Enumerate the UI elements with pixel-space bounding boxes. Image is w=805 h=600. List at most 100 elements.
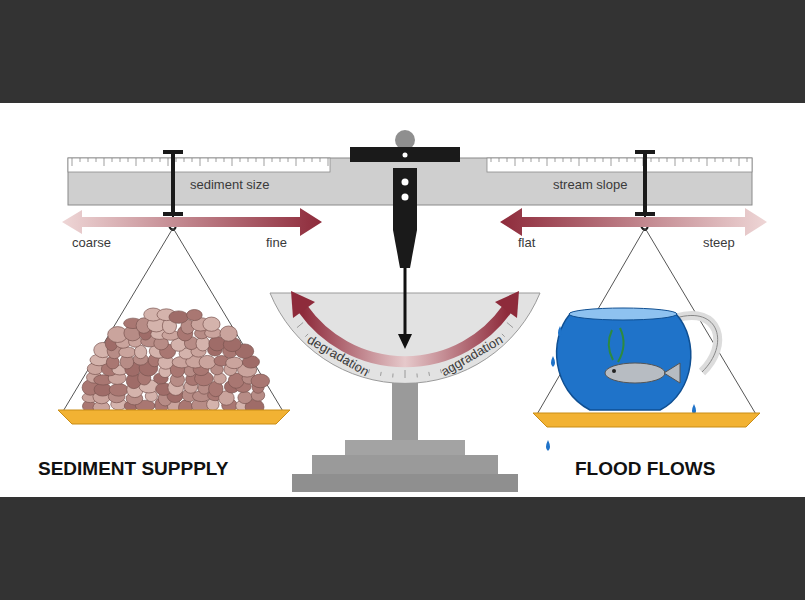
- rock: [220, 326, 237, 341]
- ruler-tick: [507, 158, 508, 162]
- ruler-tick: [176, 158, 177, 162]
- ruler-tick: [184, 158, 185, 162]
- ruler-tick: [627, 158, 628, 162]
- ruler-tick: [651, 158, 652, 162]
- ruler-tick: [216, 158, 217, 162]
- ruler-tick: [739, 158, 740, 166]
- ruler-tick: [320, 158, 321, 162]
- dial-tick: [297, 322, 303, 327]
- ruler-tick: [304, 158, 305, 162]
- fish: [605, 363, 665, 383]
- dial-arrowhead: [291, 291, 315, 318]
- stand-base: [292, 474, 518, 492]
- dial-tick: [305, 334, 308, 337]
- ruler-tick: [192, 158, 193, 162]
- top-band: [0, 0, 805, 103]
- right-pan: [533, 413, 760, 427]
- slope-arrow: [500, 208, 767, 236]
- dial-tick: [380, 372, 382, 376]
- ruler-tick: [731, 158, 732, 162]
- ruler-tick: [136, 158, 137, 166]
- pointer-tip: [398, 334, 412, 349]
- bottom-band: [0, 497, 805, 600]
- ruler-tick: [144, 158, 145, 162]
- ruler-tick: [683, 158, 684, 162]
- direction-label: flat: [518, 236, 535, 250]
- ruler-tick: [619, 158, 620, 162]
- ruler-tick: [659, 158, 660, 162]
- ruler-tick: [80, 158, 81, 162]
- water-drops: [546, 326, 696, 451]
- ruler-tick: [248, 158, 249, 162]
- left-pan: [58, 410, 290, 424]
- pan-strings: [536, 228, 757, 416]
- ruler-tick: [539, 158, 540, 162]
- size-arrow: [62, 208, 322, 236]
- ruler-right: [487, 158, 752, 172]
- ruler-tick: [240, 158, 241, 162]
- pointer-dot: [402, 179, 409, 186]
- dial-tick: [405, 370, 406, 378]
- ruler-tick: [72, 158, 73, 166]
- rock: [238, 391, 252, 403]
- ruler-tick: [603, 158, 604, 162]
- pointer-body: [393, 168, 417, 268]
- ruler-tick: [152, 158, 153, 162]
- right-hanger: [635, 152, 655, 214]
- pan-title: SEDIMENT SUPPPLY: [38, 459, 228, 480]
- pan-strings: [62, 228, 284, 413]
- jug-rim: [569, 308, 677, 320]
- ruler-tick: [707, 158, 708, 166]
- ruler-tick: [200, 158, 201, 166]
- ruler-tick: [160, 158, 161, 162]
- fulcrum-cap: [350, 147, 460, 162]
- ruler-tick: [128, 158, 129, 162]
- ruler-tick: [547, 158, 548, 166]
- ruler-tick: [112, 158, 113, 162]
- ruler-tick: [232, 158, 233, 166]
- rock: [109, 384, 128, 396]
- ruler-tick: [515, 158, 516, 166]
- water-weed: [609, 328, 624, 362]
- dial-tick: [392, 373, 393, 377]
- ruler-tick: [312, 158, 313, 162]
- dial-tick: [502, 334, 505, 337]
- rock: [169, 311, 188, 323]
- scale-label: sediment size: [190, 178, 269, 192]
- ruler-tick: [611, 158, 612, 166]
- direction-label: coarse: [72, 236, 111, 250]
- ruler-tick: [699, 158, 700, 162]
- direction-label: steep: [703, 236, 735, 250]
- dial-arrowhead: [495, 291, 519, 318]
- pointer-dot: [402, 194, 409, 201]
- fish-eye: [612, 369, 616, 373]
- ruler-tick: [587, 158, 588, 162]
- ruler-tick: [224, 158, 225, 162]
- fish-tail: [664, 363, 680, 383]
- ruler-tick: [491, 158, 492, 162]
- rock: [203, 317, 220, 331]
- ruler-tick: [280, 158, 281, 162]
- ruler-tick: [208, 158, 209, 162]
- stand-step: [312, 455, 498, 475]
- ruler-tick: [747, 158, 748, 162]
- ruler-tick: [571, 158, 572, 162]
- pivot-dot: [403, 153, 408, 158]
- rock: [199, 355, 216, 369]
- rock: [119, 347, 136, 358]
- ruler-tick: [579, 158, 580, 166]
- ruler-tick: [691, 158, 692, 162]
- water-jug: [557, 314, 691, 410]
- ruler-tick: [635, 158, 636, 162]
- scale-label: stream slope: [553, 178, 627, 192]
- ruler-tick: [715, 158, 716, 162]
- ruler-tick: [288, 158, 289, 162]
- ruler-tick: [675, 158, 676, 166]
- ruler-tick: [595, 158, 596, 162]
- dial-tick: [507, 322, 513, 327]
- ruler-tick: [563, 158, 564, 162]
- ruler-tick: [523, 158, 524, 162]
- ruler-tick: [120, 158, 121, 162]
- ruler-tick: [264, 158, 265, 166]
